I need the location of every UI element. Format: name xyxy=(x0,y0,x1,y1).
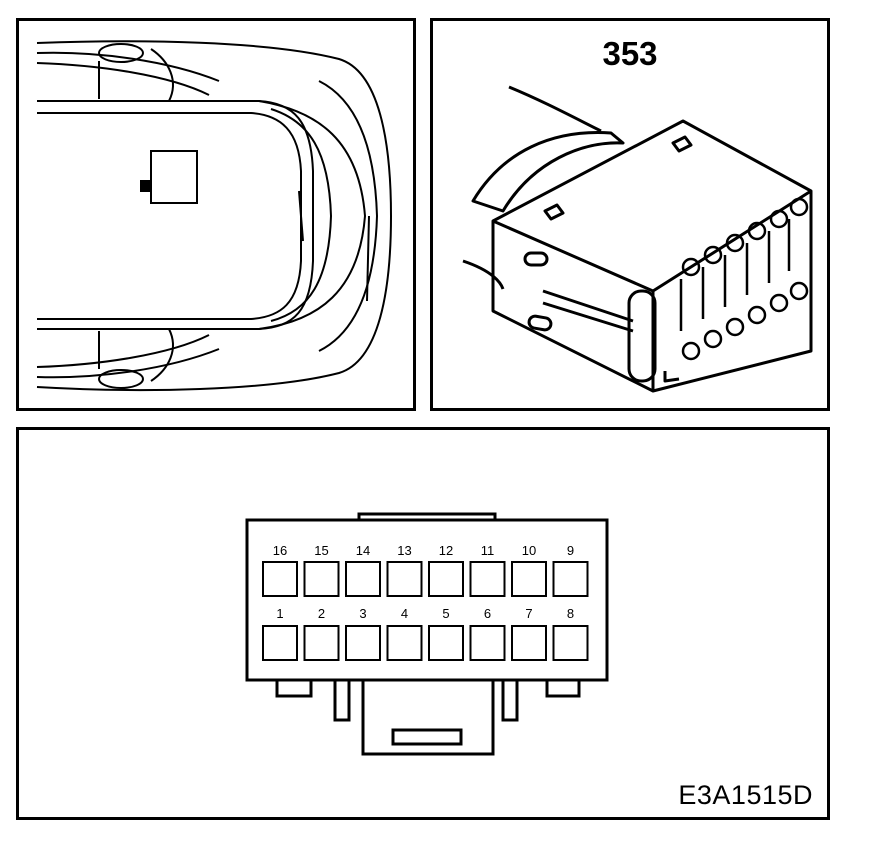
bottom-pin-8 xyxy=(552,625,589,661)
pin-number-label: 8 xyxy=(567,606,574,621)
pin-number-label: 15 xyxy=(314,543,328,558)
top-pin-14 xyxy=(345,561,381,597)
pin-number-label: 16 xyxy=(273,543,287,558)
pin-row-top: 16 15 14 13 12 11 10 9 xyxy=(262,543,589,597)
pin-number-label: 4 xyxy=(401,606,408,621)
top-pin-13 xyxy=(386,561,423,597)
pin-number-label: 2 xyxy=(318,606,325,621)
diagram-code: E3A1515D xyxy=(678,780,813,810)
top-pin-12 xyxy=(428,561,464,597)
pin-row-bottom: 1 2 3 4 5 6 7 8 xyxy=(262,606,589,661)
bottom-pin-4 xyxy=(386,625,423,661)
top-pin-16 xyxy=(262,561,298,597)
top-pin-9 xyxy=(552,561,589,597)
pin-number-label: 12 xyxy=(439,543,453,558)
vehicle-top-view xyxy=(36,40,393,392)
top-pin-15 xyxy=(303,561,340,597)
bottom-pin-6 xyxy=(469,625,506,661)
vehicle-location-panel xyxy=(16,18,416,411)
pin-number-label: 6 xyxy=(484,606,491,621)
bottom-pin-3 xyxy=(345,625,381,661)
pin-number-label: 10 xyxy=(522,543,536,558)
pin-number-label: 5 xyxy=(442,606,449,621)
pin-number-label: 7 xyxy=(525,606,532,621)
top-pin-10 xyxy=(511,561,547,597)
connector-view-panel: 353 xyxy=(430,18,830,411)
bottom-pin-2 xyxy=(303,625,340,661)
pin-number-label: 14 xyxy=(356,543,370,558)
connector-isometric-drawing xyxy=(462,85,813,393)
pin-number-label: 9 xyxy=(567,543,574,558)
bottom-pin-1 xyxy=(262,625,298,661)
bottom-pin-5 xyxy=(428,625,464,661)
connector-number: 353 xyxy=(602,35,658,72)
pin-number-label: 13 xyxy=(397,543,411,558)
top-pin-11 xyxy=(469,561,506,597)
bottom-pin-7 xyxy=(511,625,547,661)
pin-number-label: 3 xyxy=(359,606,366,621)
pin-number-label: 1 xyxy=(276,606,283,621)
pin-number-label: 11 xyxy=(481,543,495,558)
